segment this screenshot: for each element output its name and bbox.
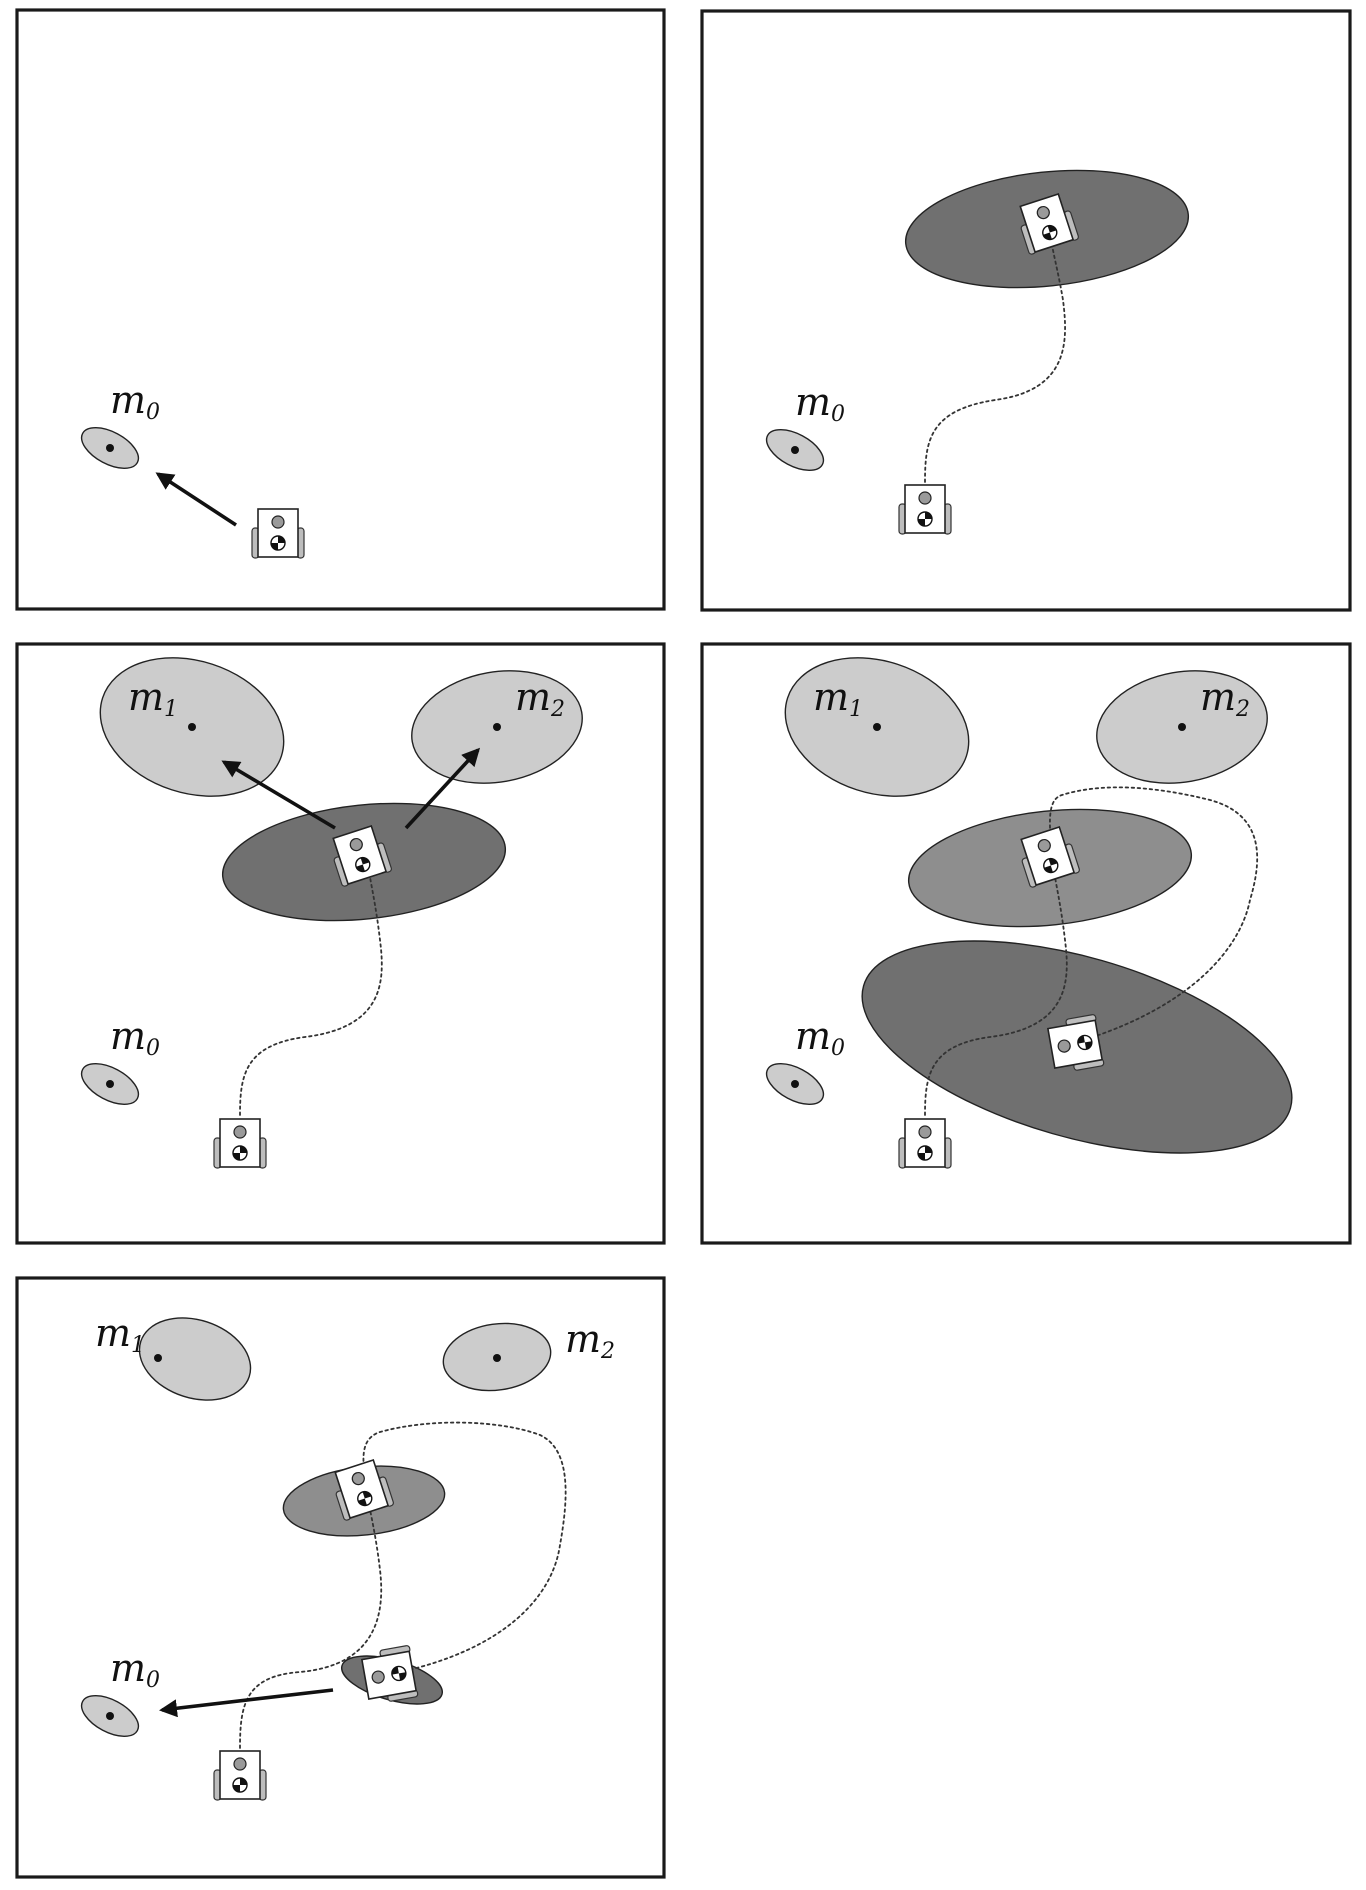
landmark-m2-point xyxy=(493,723,501,731)
robot-trajectory xyxy=(239,864,383,1116)
landmark-m0-point xyxy=(106,444,114,452)
landmark-m1-point xyxy=(154,1354,162,1362)
panel-5-frame xyxy=(15,1276,666,1879)
panel-2: m0 xyxy=(700,9,1352,612)
panel-2-frame xyxy=(700,9,1352,612)
landmark-m0-label: m0 xyxy=(110,1646,160,1693)
landmark-m1: m1 xyxy=(95,1311,252,1401)
landmark-m0: m0 xyxy=(80,1014,160,1105)
landmark-m0: m0 xyxy=(765,380,845,471)
panel-5: m1 m2 m0 xyxy=(15,1276,666,1879)
landmark-m0-label: m0 xyxy=(110,1014,160,1061)
landmark-m0: m0 xyxy=(765,1014,845,1105)
landmark-m2-label: m2 xyxy=(515,675,565,722)
landmark-m1-label: m1 xyxy=(813,675,863,722)
landmark-m0-label: m0 xyxy=(795,380,845,427)
landmark-m1-label: m1 xyxy=(128,675,178,722)
robot-start xyxy=(213,1118,267,1169)
observation-arrow-m1 xyxy=(221,760,336,830)
landmark-m2-label: m2 xyxy=(565,1317,615,1364)
landmark-m0: m0 xyxy=(80,378,160,469)
landmark-m0-point xyxy=(791,1080,799,1088)
panel-3: m1 m2 m0 xyxy=(15,642,666,1245)
landmark-m2: m2 xyxy=(442,1317,615,1392)
landmark-m1-point xyxy=(188,723,196,731)
landmark-m2-point xyxy=(1178,723,1186,731)
landmark-m1: m1 xyxy=(784,657,970,797)
observation-arrow xyxy=(159,1688,334,1718)
landmark-m0-point xyxy=(106,1712,114,1720)
landmark-m0: m0 xyxy=(80,1646,160,1737)
robot-trajectory xyxy=(239,1421,567,1749)
robot-start xyxy=(898,484,952,535)
panel-4: m1 m2 m0 xyxy=(700,642,1352,1245)
robot-start xyxy=(213,1750,267,1801)
landmark-m0-label: m0 xyxy=(110,378,160,425)
landmark-m1-point xyxy=(873,723,881,731)
panel-1: m0 xyxy=(15,8,666,611)
landmark-m2: m2 xyxy=(1096,670,1268,784)
landmark-m2: m2 xyxy=(411,670,583,784)
landmark-m1-uncertainty xyxy=(138,1317,252,1401)
landmark-m0-label: m0 xyxy=(795,1014,845,1061)
landmark-m0-point xyxy=(106,1080,114,1088)
robot xyxy=(251,508,305,559)
landmark-m2-label: m2 xyxy=(1200,675,1250,722)
robot-trajectory xyxy=(924,786,1259,1116)
observation-arrow-m2 xyxy=(404,747,481,830)
robot-trajectory xyxy=(924,231,1066,483)
landmark-m1-label: m1 xyxy=(95,1311,145,1358)
panel-1-frame xyxy=(15,8,666,611)
landmark-m2-point xyxy=(493,1354,501,1362)
observation-arrow xyxy=(155,472,237,527)
landmark-m0-point xyxy=(791,446,799,454)
robot-start xyxy=(898,1118,952,1169)
